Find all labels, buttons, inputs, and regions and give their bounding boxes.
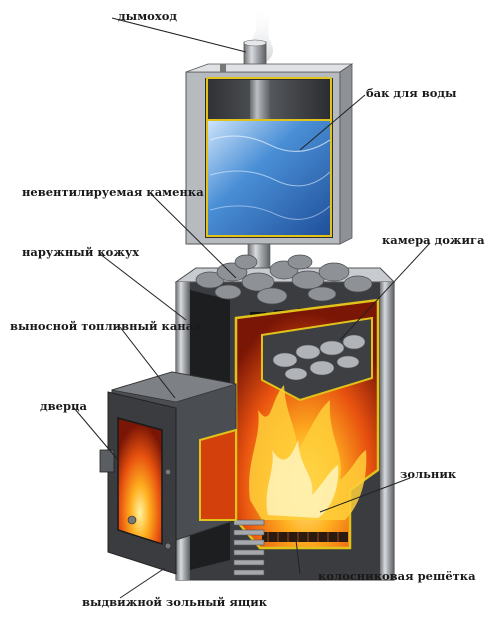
leader-door bbox=[73, 407, 119, 461]
leader-ash-drawer bbox=[119, 567, 166, 599]
stove-door bbox=[99, 391, 177, 575]
leader-afterburner bbox=[339, 242, 431, 341]
label-grate: колосниковая решётка bbox=[318, 569, 476, 583]
leader-grate bbox=[295, 539, 301, 575]
leader-ash-pit bbox=[319, 477, 411, 513]
label-chimney: дымоход bbox=[118, 9, 177, 23]
leader-chimney bbox=[111, 17, 247, 53]
label-water-tank: бак для воды bbox=[366, 86, 457, 100]
label-closed-heater: невентилируемая каменка bbox=[22, 185, 204, 199]
label-door: дверца bbox=[40, 399, 88, 413]
label-afterburner: камера дожига bbox=[382, 233, 485, 247]
leader-closed-heater bbox=[149, 192, 237, 279]
firebox-cutaway bbox=[234, 298, 380, 550]
chimney-cap bbox=[243, 39, 267, 47]
heater-stones bbox=[195, 254, 373, 305]
label-outer-casing: наружный кожух bbox=[22, 245, 139, 259]
label-ash-pit: зольник bbox=[400, 467, 457, 481]
leader-fuel-channel bbox=[119, 326, 176, 399]
door-knob bbox=[127, 515, 137, 525]
water-tank bbox=[185, 63, 354, 245]
leader-water-tank bbox=[299, 94, 366, 151]
ash-drawer-louvers bbox=[233, 519, 265, 576]
leader-outer-casing bbox=[99, 253, 187, 321]
door-handle bbox=[99, 449, 115, 473]
label-fuel-channel: выносной топливный канал bbox=[10, 319, 201, 333]
label-ash-drawer: выдвижной зольный ящик bbox=[82, 595, 268, 609]
